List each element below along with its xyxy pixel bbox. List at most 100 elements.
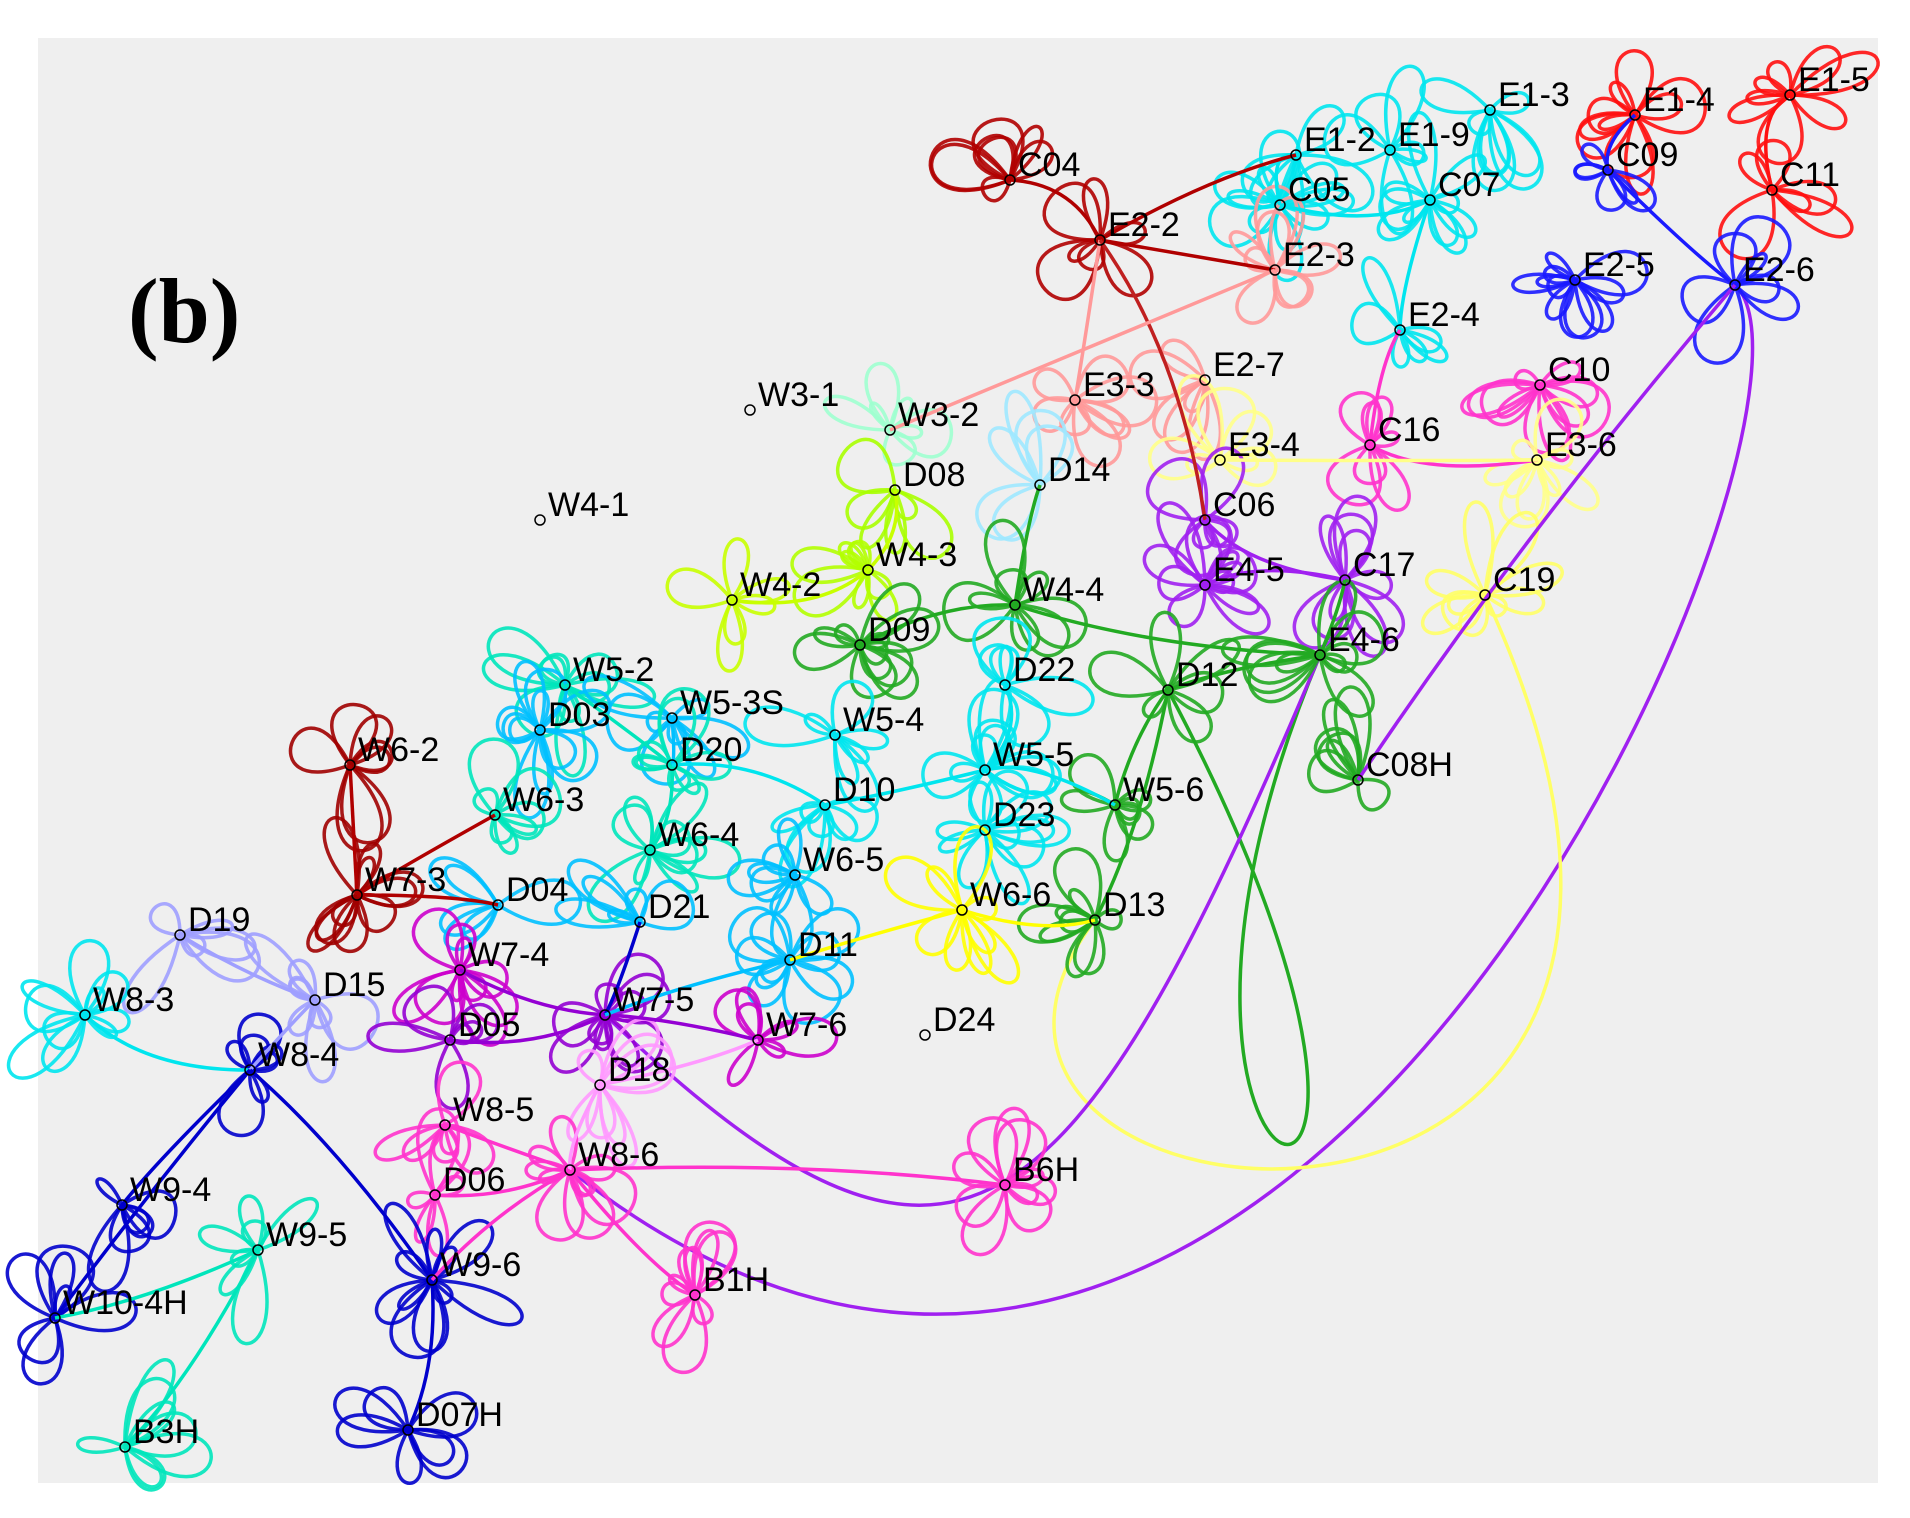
trajectory-loop <box>1318 514 1348 582</box>
station-connection <box>731 568 870 605</box>
station-marker <box>666 712 678 724</box>
trajectory-loop <box>1440 590 1487 632</box>
station-label: W3-2 <box>898 396 979 434</box>
trajectory-loop <box>402 984 456 1042</box>
trajectory-loop <box>287 998 317 1037</box>
trajectory-loop <box>942 581 1017 643</box>
trajectory-loop <box>123 1400 177 1449</box>
trajectory-loop <box>472 787 500 817</box>
trajectory-loop <box>598 1083 639 1169</box>
trajectory-loop <box>830 679 875 737</box>
trajectory-loop <box>458 959 509 999</box>
trajectory-loop <box>5 1252 57 1320</box>
trajectory-loop <box>1203 546 1258 595</box>
connection-layer <box>53 93 1791 1449</box>
station-connection <box>824 768 986 807</box>
station-connection <box>248 1068 434 1281</box>
station-label: W9-4 <box>130 1171 211 1209</box>
station-marker <box>402 1424 414 1436</box>
trajectory-loop <box>967 687 1020 772</box>
trajectory-loop <box>1142 543 1207 588</box>
trajectory-loop <box>960 908 993 976</box>
trajectory-loop <box>1218 409 1274 462</box>
trajectory-loop <box>1273 242 1343 277</box>
station-connection <box>563 683 674 767</box>
station-label: W9-6 <box>440 1246 521 1284</box>
trajectory-loop <box>83 970 130 1017</box>
station-label: D13 <box>1103 886 1165 924</box>
trajectory-loop <box>1680 275 1737 325</box>
trajectory-loop <box>921 751 987 800</box>
trajectory-loop-layer <box>5 44 1880 1492</box>
station-label: D10 <box>833 771 895 809</box>
station-label: D21 <box>648 888 710 926</box>
trajectory-loop <box>288 726 352 774</box>
trajectory-loop <box>1177 374 1224 462</box>
trajectory-loop <box>1766 60 1793 97</box>
station-label: C17 <box>1353 546 1415 584</box>
trajectory-loop <box>593 1013 614 1052</box>
trajectory-loop <box>1398 328 1449 364</box>
trajectory-loop <box>582 674 674 720</box>
station-label: E2-5 <box>1583 246 1655 284</box>
station-marker <box>784 954 796 966</box>
station-marker <box>999 679 1011 691</box>
trajectory-loop <box>1318 641 1359 674</box>
trajectory-loop <box>788 907 861 962</box>
station-connection <box>983 684 1014 772</box>
station-marker <box>116 1199 128 1211</box>
station-label: E4-5 <box>1213 551 1285 589</box>
trajectory-loop <box>1745 88 1791 106</box>
trajectory-loop <box>1203 583 1271 636</box>
trajectory-loop <box>1503 458 1539 499</box>
trajectory-loop <box>973 718 1017 772</box>
trajectory-loop <box>6 1013 87 1080</box>
trajectory-loop <box>1318 652 1347 674</box>
station-marker <box>919 1029 931 1041</box>
station-label: C11 <box>1780 156 1840 194</box>
station-marker <box>309 994 321 1006</box>
trajectory-loop <box>1483 561 1564 598</box>
trajectory-loop <box>23 983 87 1034</box>
station-label: W5-3S <box>680 684 784 722</box>
station-marker <box>351 889 363 901</box>
station-connection <box>1093 689 1170 921</box>
station-label: D06 <box>443 1161 505 1199</box>
trajectory-loop <box>1788 50 1880 97</box>
trajectory-loop <box>1756 93 1804 166</box>
trajectory-loop <box>1098 238 1154 298</box>
trajectory-loop <box>972 133 1015 182</box>
trajectory-loop <box>486 626 567 687</box>
station-marker <box>999 1179 1011 1191</box>
trajectory-loop <box>726 1038 760 1087</box>
station-connection <box>961 908 1096 928</box>
station-marker <box>429 1189 441 1201</box>
trajectory-loop <box>198 1224 260 1254</box>
trajectory-loop <box>554 897 641 929</box>
trajectory-loop <box>1088 650 1170 698</box>
trajectory-loop <box>1389 147 1428 164</box>
trajectory-loop <box>788 931 842 973</box>
trajectory-loop <box>1515 458 1546 521</box>
station-marker <box>1629 109 1641 121</box>
station-marker <box>634 916 646 928</box>
station-label: W4-2 <box>740 566 821 604</box>
trajectory-loop <box>792 565 870 618</box>
station-label: D24 <box>933 1001 995 1039</box>
trajectory-loop <box>1093 908 1123 931</box>
trajectory-loop <box>148 902 182 937</box>
trajectory-loop <box>340 763 392 845</box>
station-connection <box>648 764 675 852</box>
trajectory-loop <box>178 930 262 983</box>
trajectory-loop <box>1733 281 1801 321</box>
station-connection <box>599 1038 759 1087</box>
station-marker <box>1199 579 1211 591</box>
trajectory-loop <box>1196 386 1257 462</box>
station-label: C08H <box>1366 746 1453 784</box>
trajectory-loop <box>971 117 1025 182</box>
trajectory-loop <box>35 1244 96 1320</box>
trajectory-loop <box>430 1278 524 1327</box>
station-connection <box>859 603 1016 647</box>
trajectory-loop <box>586 848 652 924</box>
trajectory-loop <box>728 906 792 964</box>
